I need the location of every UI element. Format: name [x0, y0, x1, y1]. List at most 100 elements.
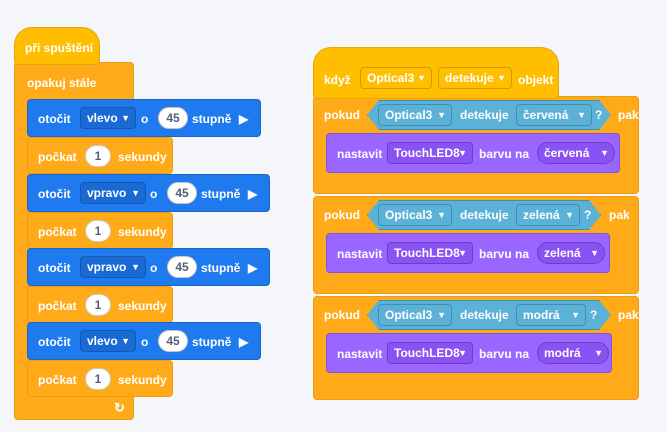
set-led-color-block[interactable]: nastavit TouchLED8▼ barvu na modrá▼ [326, 333, 612, 373]
if-label: pokud [324, 208, 360, 222]
set-label: nastavit [337, 247, 383, 261]
if-label: pokud [324, 108, 360, 122]
seconds-input[interactable]: 1 [85, 220, 111, 242]
direction-dropdown[interactable]: vpravo▼ [80, 182, 146, 204]
led-color-dropdown[interactable]: zelená▼ [537, 242, 605, 264]
led-dropdown[interactable]: TouchLED8▼ [387, 242, 473, 264]
seconds-input[interactable]: 1 [85, 145, 111, 167]
of-label: o [141, 112, 149, 126]
if-label: pokud [324, 308, 360, 322]
question-mark: ? [590, 308, 598, 322]
color-detect-condition[interactable]: Optical3▼ detekuje zelená▼ ? [367, 200, 601, 230]
sensor-dropdown[interactable]: Optical3▼ [378, 204, 452, 226]
chevron-down-icon: ▼ [458, 248, 467, 258]
seconds-input[interactable]: 1 [85, 294, 111, 316]
object-label: objekt [518, 73, 554, 87]
then-label: pak [609, 208, 630, 222]
turn-label: otočit [38, 261, 71, 275]
led-dropdown[interactable]: TouchLED8▼ [387, 142, 473, 164]
direction-dropdown[interactable]: vlevo▼ [80, 330, 136, 352]
chevron-down-icon: ▼ [131, 262, 140, 272]
chevron-down-icon: ▼ [594, 348, 603, 358]
degrees-input[interactable]: 45 [167, 256, 197, 278]
sensor-dropdown[interactable]: Optical3▼ [360, 67, 432, 89]
set-led-color-block[interactable]: nastavit TouchLED8▼ barvu na zelená▼ [326, 233, 610, 273]
wait-block[interactable]: počkat 1 sekundy [27, 212, 173, 249]
loop-arrow-icon: ↻ [114, 400, 125, 415]
turn-block[interactable]: otočit vlevo▼ o 45 stupně ▶ [27, 99, 261, 137]
seconds-label: sekundy [118, 150, 167, 164]
seconds-input[interactable]: 1 [85, 368, 111, 390]
turn-block[interactable]: otočit vpravo▼ o 45 stupně ▶ [27, 174, 270, 212]
sensor-dropdown[interactable]: Optical3▼ [378, 104, 452, 126]
led-color-dropdown[interactable]: červená▼ [537, 142, 615, 164]
turn-label: otočit [38, 187, 71, 201]
chevron-down-icon: ▼ [565, 210, 574, 220]
when-detects-hat-block[interactable]: když Optical3▼ detekuje▼ objekt [313, 47, 559, 99]
turn-block[interactable]: otočit vpravo▼ o 45 stupně ▶ [27, 248, 270, 286]
turn-label: otočit [38, 335, 71, 349]
direction-dropdown[interactable]: vpravo▼ [80, 256, 146, 278]
color-detect-condition[interactable]: Optical3▼ detekuje modrá▼ ? [367, 300, 611, 330]
wait-block[interactable]: počkat 1 sekundy [27, 286, 173, 323]
wait-label: počkat [38, 373, 77, 387]
chevron-down-icon: ▼ [131, 188, 140, 198]
color-to-label: barvu na [479, 147, 530, 161]
chevron-down-icon: ▼ [497, 73, 506, 83]
wait-label: počkat [38, 150, 77, 164]
set-label: nastavit [337, 147, 383, 161]
seconds-label: sekundy [118, 373, 167, 387]
unit-label: stupně [201, 261, 241, 275]
then-label: pak [618, 308, 639, 322]
chevron-down-icon: ▼ [437, 310, 446, 320]
hat-label: při spuštění [25, 41, 94, 55]
unit-label: stupně [192, 112, 232, 126]
chevron-down-icon: ▼ [437, 210, 446, 220]
color-dropdown[interactable]: modrá▼ [516, 304, 586, 326]
color-dropdown[interactable]: zelená▼ [516, 204, 580, 226]
set-led-color-block[interactable]: nastavit TouchLED8▼ barvu na červená▼ [326, 133, 620, 173]
wait-block[interactable]: počkat 1 sekundy [27, 360, 173, 397]
set-label: nastavit [337, 347, 383, 361]
degrees-input[interactable]: 45 [158, 330, 188, 352]
chevron-down-icon: ▼ [590, 248, 599, 258]
forever-label: opakuj stále [27, 76, 97, 90]
turn-block[interactable]: otočit vlevo▼ o 45 stupně ▶ [27, 322, 261, 360]
seconds-label: sekundy [118, 225, 167, 239]
color-dropdown[interactable]: červená▼ [516, 104, 592, 126]
chevron-down-icon: ▼ [577, 110, 586, 120]
detects-label: detekuje [460, 108, 509, 122]
when-started-hat-block[interactable]: při spuštění [14, 27, 100, 65]
wait-label: počkat [38, 299, 77, 313]
play-arrow-icon: ▶ [248, 187, 258, 201]
action-dropdown[interactable]: detekuje▼ [438, 67, 512, 89]
chevron-down-icon: ▼ [458, 148, 467, 158]
turn-label: otočit [38, 112, 71, 126]
color-to-label: barvu na [479, 247, 530, 261]
color-to-label: barvu na [479, 347, 530, 361]
color-detect-condition[interactable]: Optical3▼ detekuje červená▼ ? [367, 100, 611, 130]
question-mark: ? [595, 108, 603, 122]
seconds-label: sekundy [118, 299, 167, 313]
sensor-dropdown[interactable]: Optical3▼ [378, 304, 452, 326]
chevron-down-icon: ▼ [458, 348, 467, 358]
degrees-input[interactable]: 45 [158, 107, 188, 129]
play-arrow-icon: ▶ [248, 261, 258, 275]
degrees-input[interactable]: 45 [167, 182, 197, 204]
wait-label: počkat [38, 225, 77, 239]
chevron-down-icon: ▼ [121, 336, 130, 346]
led-dropdown[interactable]: TouchLED8▼ [387, 342, 473, 364]
wait-block[interactable]: počkat 1 sekundy [27, 137, 173, 174]
led-color-dropdown[interactable]: modrá▼ [537, 342, 609, 364]
question-mark: ? [584, 208, 592, 222]
then-label: pak [618, 108, 639, 122]
chevron-down-icon: ▼ [121, 113, 130, 123]
unit-label: stupně [192, 335, 232, 349]
direction-dropdown[interactable]: vlevo▼ [80, 107, 136, 129]
detects-label: detekuje [460, 308, 509, 322]
play-arrow-icon: ▶ [239, 112, 249, 126]
detects-label: detekuje [460, 208, 509, 222]
chevron-down-icon: ▼ [437, 110, 446, 120]
chevron-down-icon: ▼ [600, 148, 609, 158]
unit-label: stupně [201, 187, 241, 201]
